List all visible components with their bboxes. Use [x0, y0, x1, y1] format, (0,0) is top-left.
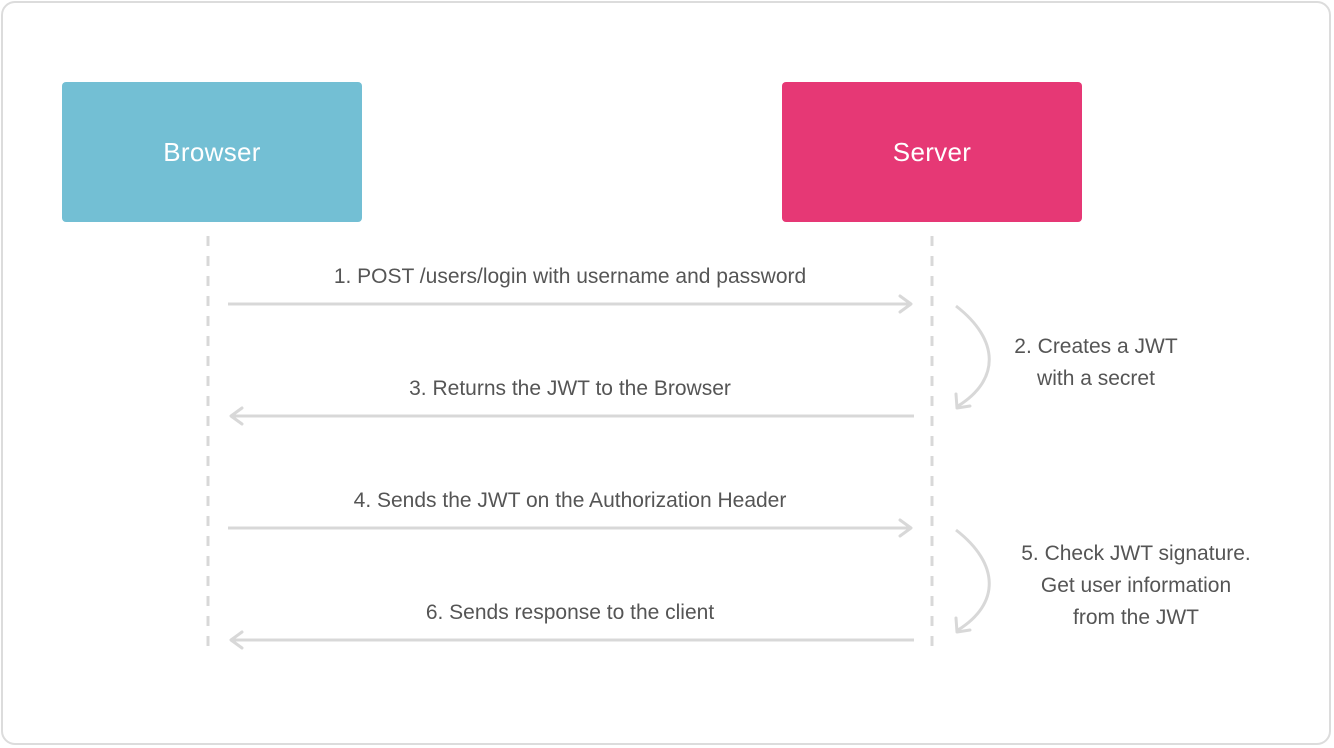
note-5-line-3: from the JWT — [1072, 606, 1200, 629]
message-4-arrow — [228, 518, 913, 538]
message-1-label: 1. POST /users/login with username and p… — [333, 265, 807, 288]
message-6-arrow — [229, 630, 914, 650]
server-actor-label: Server — [892, 136, 972, 167]
server-actor-box: Server — [782, 82, 1082, 222]
message-3-arrow — [229, 406, 914, 426]
self-call-5-arrow — [954, 528, 991, 634]
message-4-label: 4. Sends the JWT on the Authorization He… — [353, 489, 787, 512]
note-5-line-1: 5. Check JWT signature. — [1021, 542, 1251, 565]
note-5-label: 5. Check JWT signature. Get user informa… — [1021, 538, 1251, 634]
note-2-line-1: 2. Creates a JWT — [1014, 335, 1178, 358]
note-5-line-2: Get user information — [1040, 574, 1232, 597]
browser-actor-label: Browser — [163, 136, 261, 167]
message-6-label: 6. Sends response to the client — [425, 601, 715, 624]
message-3-label: 3. Returns the JWT to the Browser — [409, 377, 731, 400]
message-1-arrow — [228, 294, 913, 314]
note-2-label: 2. Creates a JWT with a secret — [1014, 331, 1177, 395]
self-call-2-arrow — [954, 304, 991, 410]
note-2-line-2: with a secret — [1037, 367, 1155, 390]
browser-actor-box: Browser — [62, 82, 362, 222]
